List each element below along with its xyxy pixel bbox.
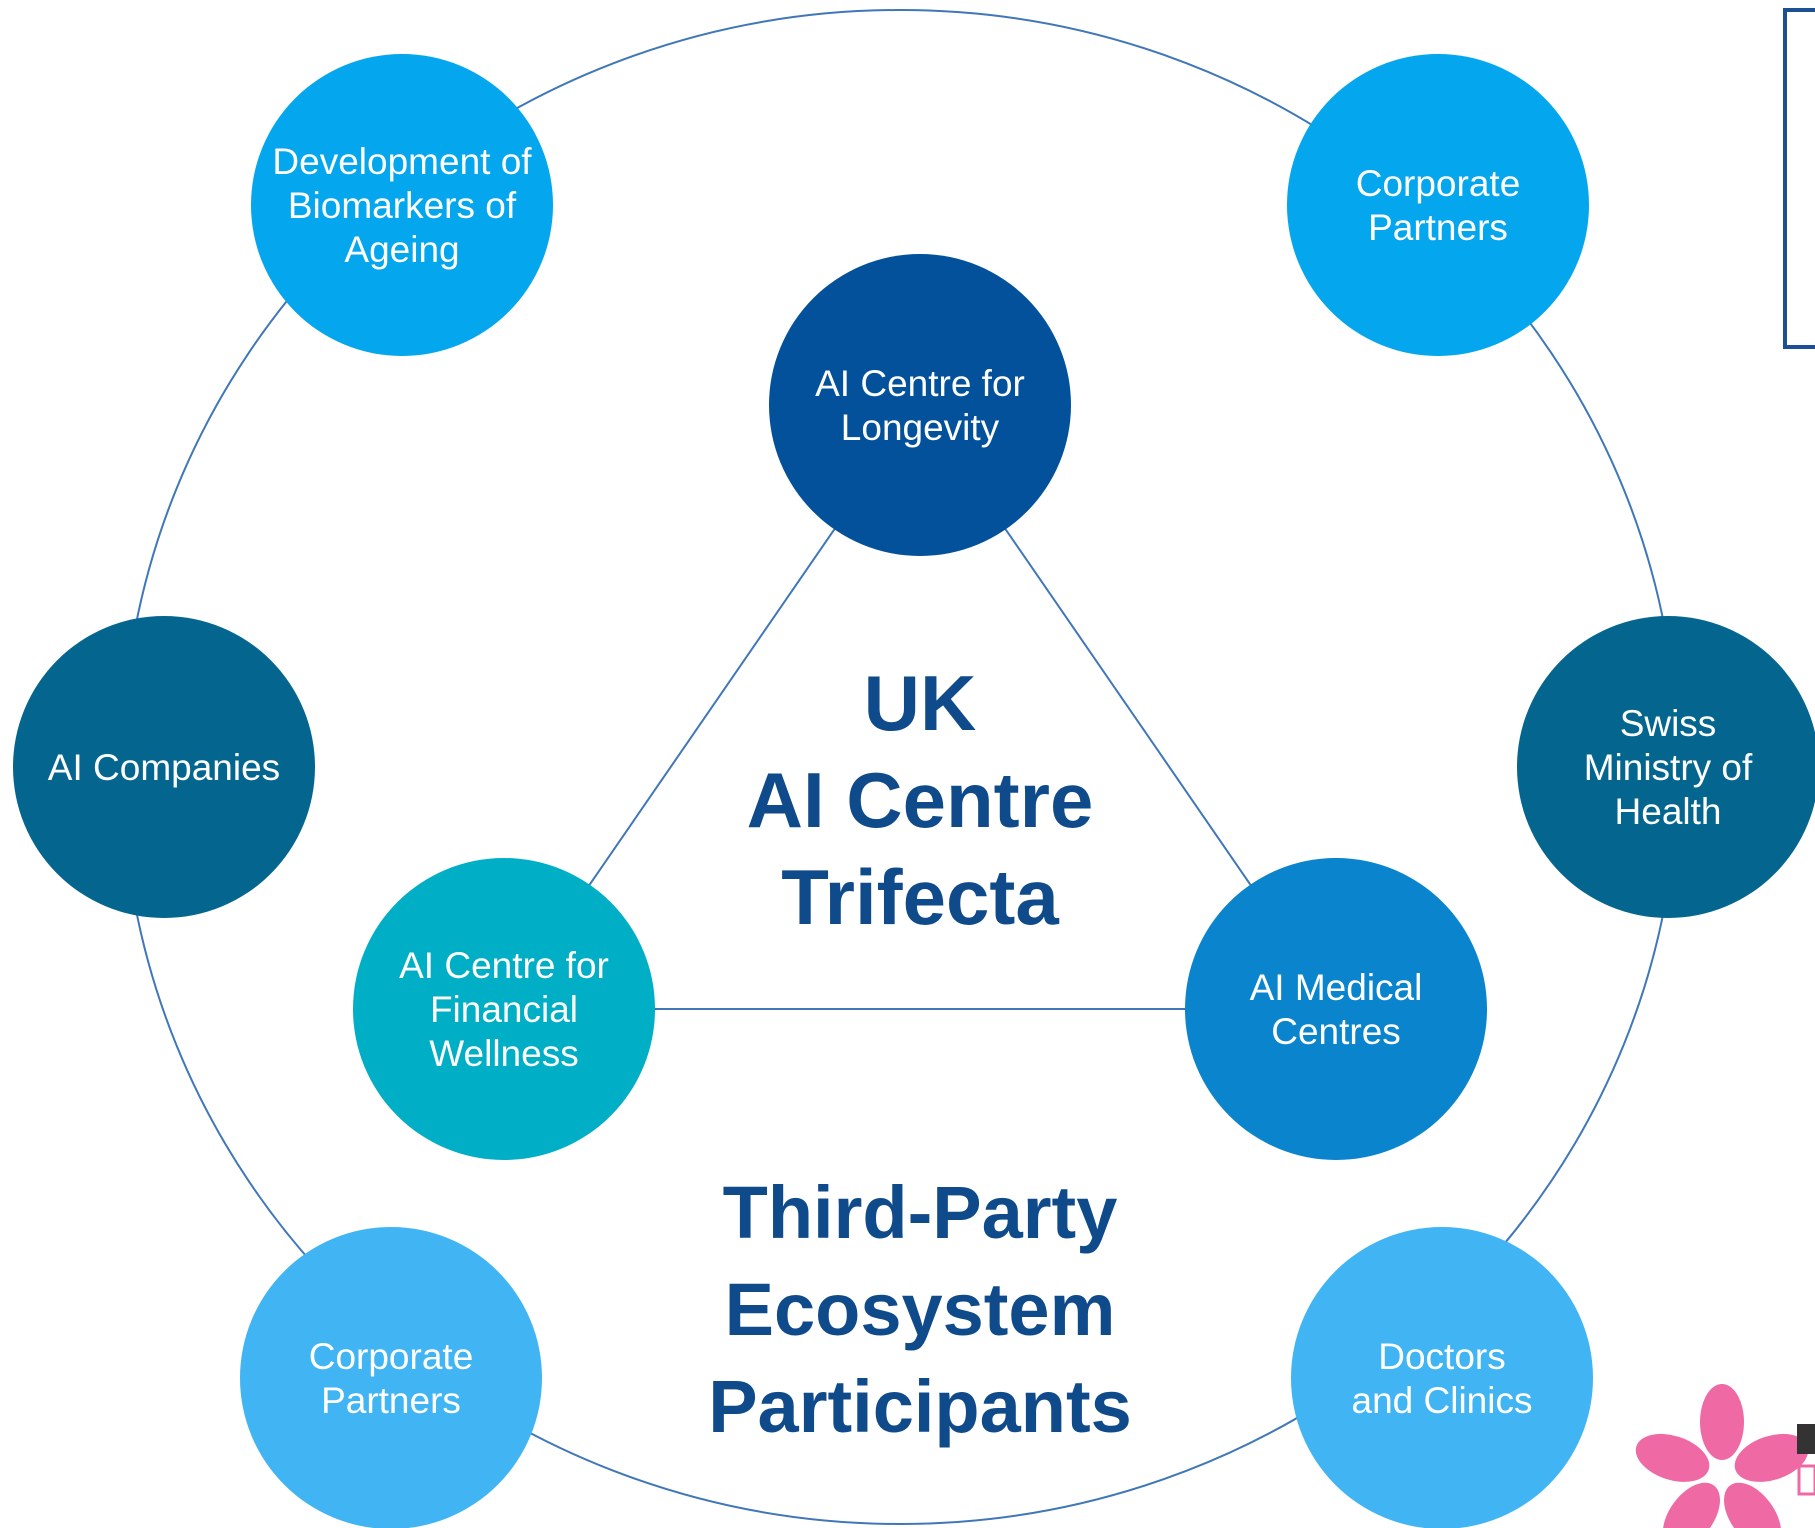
trifecta-triangle	[502, 403, 1338, 1010]
node-circle-doctors	[1291, 1227, 1593, 1528]
node-circle-corporate-top	[1287, 54, 1589, 356]
node-label-line: Longevity	[841, 407, 1000, 448]
node-label-line: Financial	[430, 989, 578, 1030]
node-label-line: AI Centre for	[815, 363, 1025, 404]
node-label-line: Doctors	[1378, 1336, 1505, 1377]
node-label-line: Partners	[321, 1380, 461, 1421]
node-label-line: Development of	[272, 141, 532, 182]
node-label-line: Wellness	[429, 1033, 578, 1074]
node-ai-companies: AI Companies	[13, 616, 315, 918]
ecosystem-title-line: Third-Party	[723, 1171, 1118, 1254]
node-label-line: Partners	[1368, 207, 1508, 248]
logo-letter-pink	[1797, 1464, 1815, 1496]
ecosystem-title-line: Participants	[708, 1365, 1132, 1448]
node-label-line: Centres	[1271, 1011, 1401, 1052]
node-circle-corporate-bottom	[240, 1227, 542, 1528]
node-circle-medical	[1185, 858, 1487, 1160]
ecosystem-title-line: Ecosystem	[725, 1268, 1116, 1351]
node-circle-financial	[353, 858, 655, 1160]
node-circle-biomarkers	[251, 54, 553, 356]
node-label-line: Ageing	[344, 229, 459, 270]
node-label-line: AI Centre for	[399, 945, 609, 986]
trifecta-title-line: AI Centre	[747, 756, 1094, 844]
node-circle-longevity	[769, 254, 1071, 556]
trifecta-title-line: UK	[864, 659, 977, 747]
node-circle-swiss-ministry	[1517, 616, 1815, 918]
node-label-line: and Clinics	[1352, 1380, 1533, 1421]
pink-flower-logo-icon	[1635, 1384, 1809, 1528]
node-label-line: Swiss	[1620, 703, 1717, 744]
trifecta-title-line: Trifecta	[781, 853, 1059, 941]
node-label-line: Biomarkers of	[288, 185, 517, 226]
node-label-line: Corporate	[1356, 163, 1521, 204]
node-label-line: Ministry of	[1584, 747, 1753, 788]
node-label-line: AI Medical	[1250, 967, 1423, 1008]
node-label-line: Health	[1615, 791, 1722, 832]
node-circle-ai-companies	[13, 616, 315, 918]
center-labels: UK AI CentreTrifectaThird-PartyEcosystemP…	[708, 659, 1132, 1448]
cropped-frame-box	[1783, 8, 1815, 349]
node-label-line: AI Companies	[48, 747, 280, 788]
node-label-line: Corporate	[309, 1336, 474, 1377]
logo-letter-dark	[1797, 1424, 1815, 1454]
